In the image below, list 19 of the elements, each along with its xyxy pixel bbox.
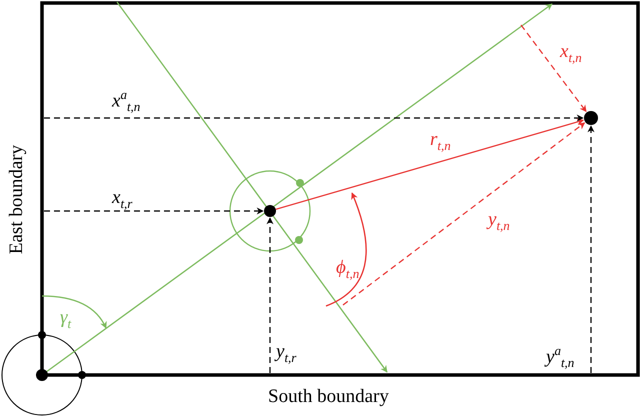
arrow <box>588 125 594 373</box>
axis-title: East boundary <box>7 144 26 254</box>
edge-label: y$_{t,r}$ <box>276 342 296 364</box>
arrow <box>520 24 587 112</box>
arrow <box>276 118 584 210</box>
point-dot <box>36 369 48 381</box>
point-dot <box>264 205 276 217</box>
edge-label: x$_{t,n}$ <box>560 42 582 64</box>
point-dot <box>584 111 598 125</box>
arrow <box>266 217 274 373</box>
arrow <box>44 208 264 214</box>
edge-label: r$_{t,n}$ <box>430 130 451 152</box>
angle-label: γ$_{t}$ <box>60 308 72 330</box>
arrow <box>44 114 584 122</box>
axis-title: South boundary <box>268 387 389 406</box>
arrow <box>342 122 586 306</box>
angle-label: ϕ$_{t,n}$ <box>336 258 360 280</box>
edge-label: x$_{t,r}$ <box>112 188 132 210</box>
edge-label: y$_{t,n}$ <box>488 210 510 232</box>
